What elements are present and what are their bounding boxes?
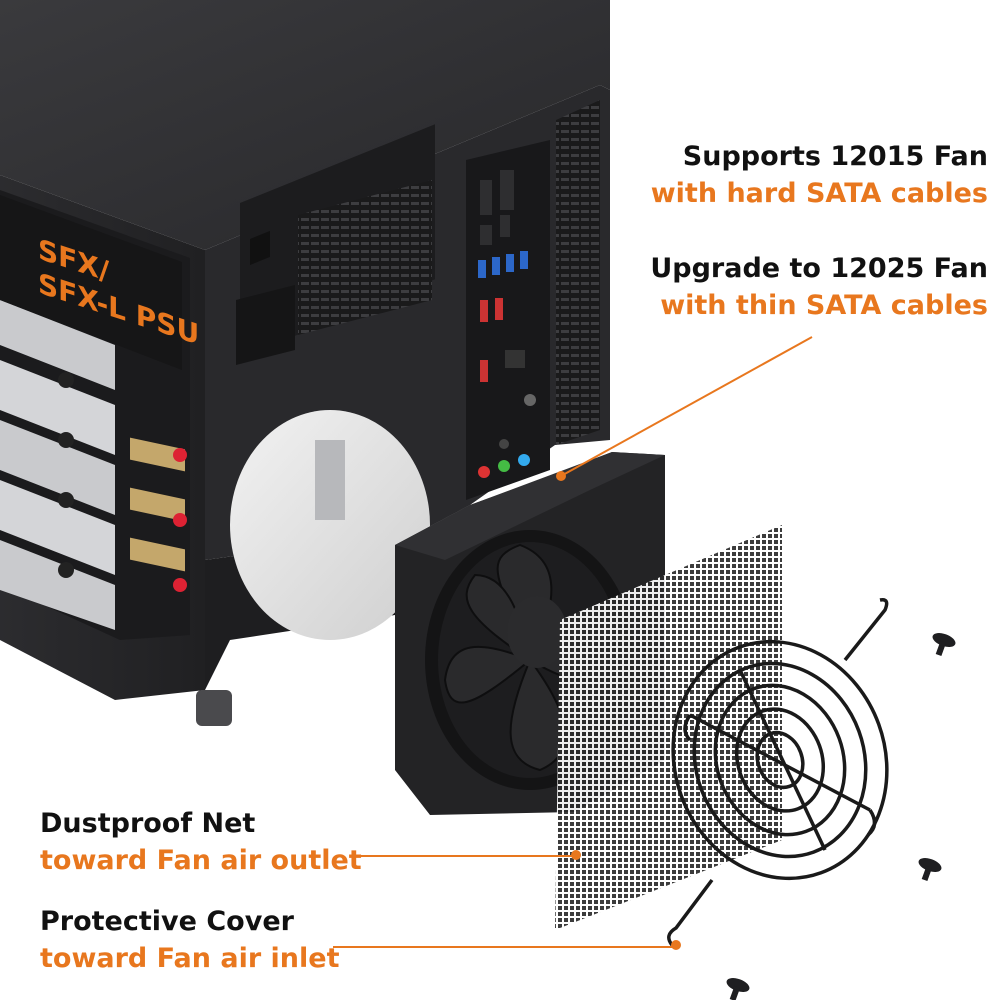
fan-hub [507,596,567,668]
case-top [0,0,610,250]
callout-12015-fan: Supports 12015 Fan with hard SATA cables [651,138,988,212]
power-socket [236,285,295,365]
callout-subtitle: toward Fan air outlet [40,845,362,876]
callout-subtitle: with thin SATA cables [660,290,988,321]
case-left-side: SFX/ SFX-L PSU [0,175,205,700]
callout-lines [333,336,813,948]
io-ports [478,170,536,478]
case-foot [196,690,232,726]
drive-bays [0,300,115,630]
callout-title: Protective Cover [40,906,294,937]
fan-guard [667,597,889,947]
callout-dustproof-net: Dustproof Net toward Fan air outlet [40,805,362,879]
callout-subtitle: with hard SATA cables [650,178,988,209]
callout-dot-guard [671,940,681,950]
sata-connector [315,440,345,520]
rear-vent [556,100,600,445]
expansion-slots [130,437,187,592]
case-rear-panel [196,85,610,726]
screws [726,633,956,1000]
fan-mount-hole [230,410,430,640]
psu-fan-grille [298,180,432,335]
callout-title: Upgrade to 12025 Fan [650,253,988,284]
callout-subtitle: toward Fan air inlet [40,943,340,974]
callout-title: Dustproof Net [40,808,256,839]
power-switch [250,230,270,265]
callout-title: Supports 12015 Fan [682,141,988,172]
callout-protective-cover: Protective Cover toward Fan air inlet [40,903,340,977]
callout-12025-fan: Upgrade to 12025 Fan with thin SATA cabl… [650,250,988,324]
